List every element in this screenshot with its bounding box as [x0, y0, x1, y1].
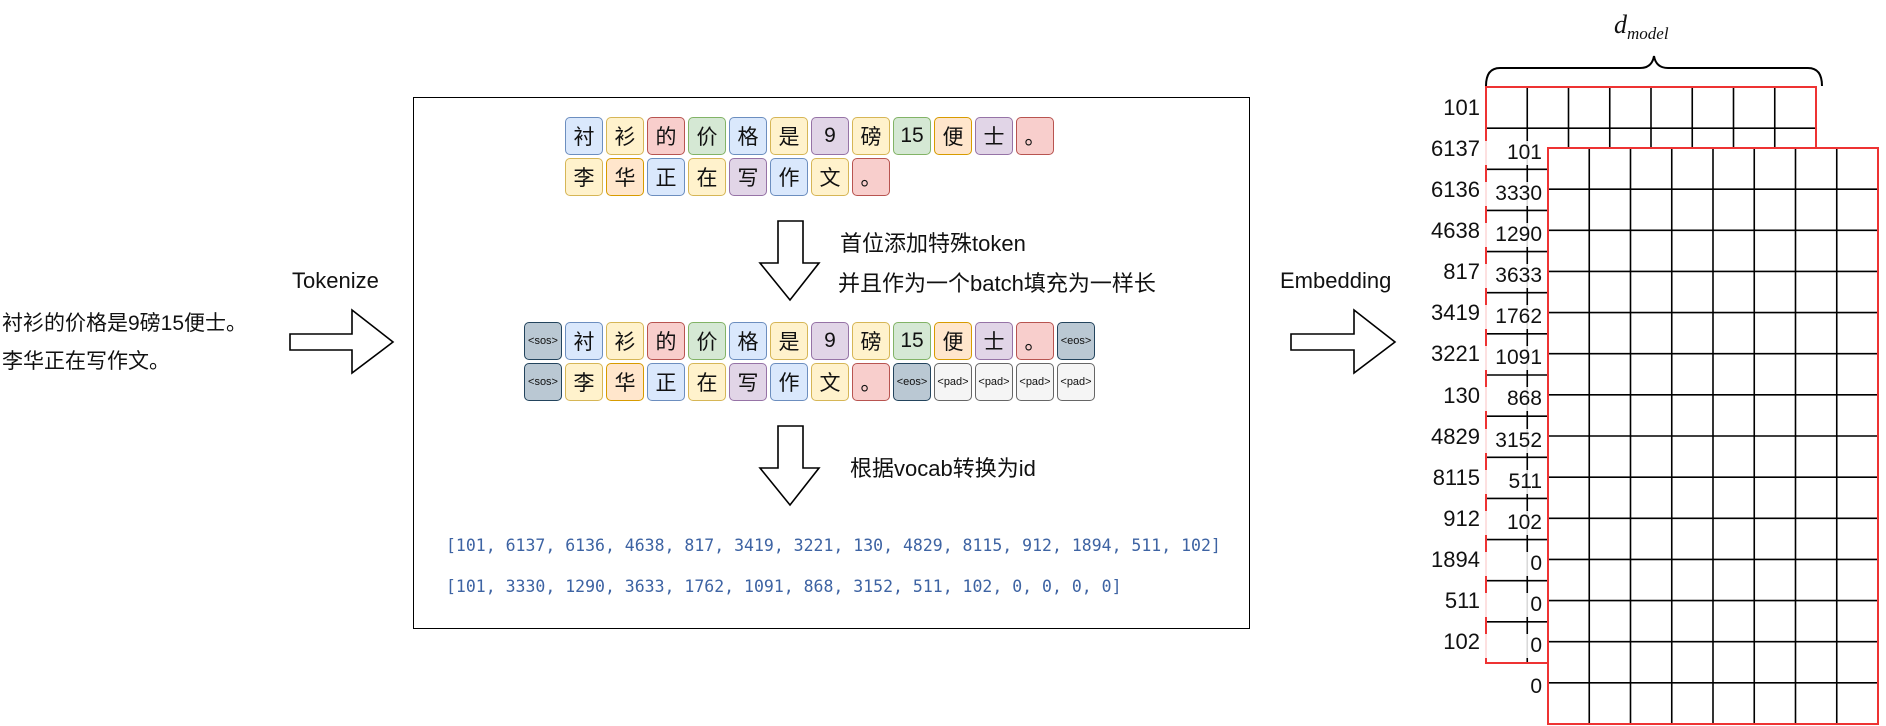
back-row-id: 101	[1443, 94, 1480, 120]
dmodel-label-sub: model	[1627, 24, 1669, 44]
back-row-id: 6136	[1431, 176, 1480, 202]
token: 在	[688, 363, 726, 401]
back-row-id: 8115	[1432, 464, 1480, 490]
token: 衫	[606, 117, 644, 155]
token: 便	[934, 322, 972, 360]
token: 价	[688, 322, 726, 360]
tokenize-label: Tokenize	[292, 268, 379, 293]
front-row-id: 0	[1480, 634, 1542, 659]
token: 格	[729, 117, 767, 155]
token: 。	[852, 158, 890, 196]
token: 李	[565, 363, 603, 401]
embedding-label: Embedding	[1280, 268, 1392, 293]
token: 华	[606, 158, 644, 196]
token: 华	[606, 363, 644, 401]
front-row-id: 1290	[1480, 222, 1542, 247]
token: 衫	[606, 322, 644, 360]
special-token-pad: <pad>	[934, 363, 972, 401]
token: 。	[1016, 117, 1054, 155]
back-row-id: 817	[1443, 259, 1480, 285]
token: 写	[729, 363, 767, 401]
front-row-id: 3633	[1480, 264, 1542, 288]
special-token-pad: <pad>	[975, 363, 1013, 401]
front-row-id: 0	[1480, 593, 1542, 618]
down-arrow-1-icon	[758, 220, 821, 302]
special-token-sos: <sos>	[524, 363, 562, 401]
token: 9	[811, 322, 849, 360]
token: 正	[647, 158, 685, 196]
tokenization-process-box	[413, 97, 1250, 629]
front-row-id: 101	[1480, 140, 1542, 165]
token: 磅	[852, 322, 890, 360]
token: 的	[647, 117, 685, 155]
back-row-id: 3221	[1431, 341, 1480, 367]
back-row-id: 1894	[1431, 547, 1480, 573]
front-row-id: 102	[1480, 510, 1542, 535]
special-token-sos: <sos>	[524, 322, 562, 360]
token: 9	[811, 117, 849, 155]
token: 。	[852, 363, 890, 401]
dmodel-label-main: d	[1614, 10, 1627, 39]
input-sentence-2: 李华正在写作文。	[2, 350, 170, 373]
back-row-id: 130	[1443, 382, 1480, 408]
embedding-grid-front-border	[1547, 147, 1879, 725]
back-row-id: 6137	[1431, 135, 1480, 161]
front-row-id: 1762	[1480, 305, 1542, 330]
down-arrow-2-icon	[758, 425, 821, 507]
token: 士	[975, 117, 1013, 155]
token: 作	[770, 363, 808, 401]
input-sentence-1: 衬衫的价格是9磅15便士。	[2, 312, 248, 335]
token: 15	[893, 322, 931, 360]
special-token-eos: <eos>	[1057, 322, 1095, 360]
token: 李	[565, 158, 603, 196]
token: 在	[688, 158, 726, 196]
token: 衬	[565, 322, 603, 360]
token: 是	[770, 322, 808, 360]
token: 便	[934, 117, 972, 155]
front-row-id: 1091	[1480, 346, 1542, 371]
front-row-id: 0	[1480, 552, 1542, 576]
add-special-token-note: 首位添加特殊token	[840, 231, 1026, 256]
dmodel-label: dmodel	[1614, 10, 1669, 44]
token: 15	[893, 117, 931, 155]
dmodel-brace-icon	[1485, 55, 1823, 87]
special-token-pad: <pad>	[1016, 363, 1054, 401]
back-row-id: 912	[1443, 506, 1480, 531]
special-token-pad: <pad>	[1057, 363, 1095, 401]
token: 士	[975, 322, 1013, 360]
front-row-id: 3152	[1480, 428, 1542, 453]
token: 衬	[565, 117, 603, 155]
token: 价	[688, 117, 726, 155]
back-row-id: 4638	[1431, 218, 1480, 243]
back-row-id: 3419	[1431, 300, 1480, 326]
token: 的	[647, 322, 685, 360]
token: 磅	[852, 117, 890, 155]
token: 文	[811, 363, 849, 401]
front-row-id: 511	[1480, 469, 1542, 494]
back-row-id: 102	[1443, 629, 1480, 655]
front-row-id: 868	[1480, 387, 1542, 412]
tokenize-arrow-icon	[289, 308, 395, 375]
token: 写	[729, 158, 767, 196]
token: 格	[729, 322, 767, 360]
token: 正	[647, 363, 685, 401]
embedding-arrow-icon	[1290, 308, 1397, 375]
token: 。	[1016, 322, 1054, 360]
special-token-eos: <eos>	[893, 363, 931, 401]
embedding-grid-front	[1547, 147, 1879, 725]
token: 作	[770, 158, 808, 196]
token: 文	[811, 158, 849, 196]
id-list-1: [101, 6137, 6136, 4638, 817, 3419, 3221,…	[446, 536, 1221, 555]
pad-batch-note: 并且作为一个batch填充为一样长	[838, 271, 1156, 296]
back-row-id: 511	[1444, 588, 1480, 614]
vocab-to-id-note: 根据vocab转换为id	[850, 456, 1036, 481]
back-row-id: 4829	[1431, 423, 1480, 449]
front-row-id: 3330	[1480, 181, 1542, 206]
id-list-2: [101, 3330, 1290, 3633, 1762, 1091, 868,…	[446, 577, 1122, 596]
front-row-id: 0	[1480, 675, 1542, 700]
token: 是	[770, 117, 808, 155]
